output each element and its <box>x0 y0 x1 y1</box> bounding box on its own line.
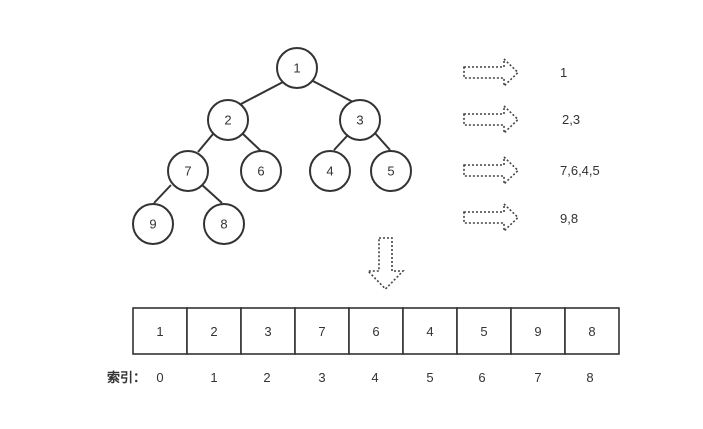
array-row: 1 2 3 7 6 4 5 9 8 <box>132 307 620 355</box>
index-label: 索引： <box>107 370 146 385</box>
index-value: 7 <box>534 370 541 385</box>
tree-node-label: 5 <box>387 164 394 179</box>
array-value: 1 <box>156 324 163 339</box>
level-label: 9,8 <box>560 211 578 226</box>
array-value: 3 <box>264 324 271 339</box>
tree-node: 5 <box>370 150 412 192</box>
tree-node: 6 <box>240 150 282 192</box>
tree-node-label: 4 <box>326 164 333 179</box>
edge-3-5 <box>373 131 391 151</box>
tree-node-label: 6 <box>257 164 264 179</box>
level-label: 7,6,4,5 <box>560 163 600 178</box>
level-label: 2,3 <box>562 112 580 127</box>
array-value: 8 <box>588 324 595 339</box>
array-cell <box>240 307 296 355</box>
array-cell <box>132 307 188 355</box>
edge-2-6 <box>242 133 263 153</box>
arrow-right-icon <box>463 57 520 88</box>
index-value: 8 <box>586 370 593 385</box>
edge-1-3 <box>310 79 354 103</box>
tree-node-label: 7 <box>184 164 191 179</box>
array-cell <box>348 307 404 355</box>
tree-node: 4 <box>309 150 351 192</box>
array-value: 6 <box>372 324 379 339</box>
array-value: 7 <box>318 324 325 339</box>
index-value: 4 <box>371 370 378 385</box>
array-cell <box>294 307 350 355</box>
tree-node-label: 3 <box>356 113 363 128</box>
tree-node-label: 2 <box>224 113 231 128</box>
level-arrows <box>463 57 520 233</box>
array-value: 5 <box>480 324 487 339</box>
tree-node-label: 8 <box>220 217 227 232</box>
edge-3-4 <box>333 135 348 151</box>
level-label: 1 <box>560 65 567 80</box>
tree-node: 1 <box>276 47 318 89</box>
tree-node: 8 <box>203 203 245 245</box>
arrow-right-icon <box>463 202 520 233</box>
edge-1-2 <box>240 81 284 105</box>
array-cell <box>564 307 620 355</box>
arrow-down-icon <box>366 237 405 291</box>
tree-node-label: 9 <box>149 217 156 232</box>
index-value: 6 <box>478 370 485 385</box>
edge-7-8 <box>200 183 223 204</box>
tree-node: 2 <box>207 99 249 141</box>
index-value: 3 <box>318 370 325 385</box>
array-value: 9 <box>534 324 541 339</box>
index-value: 0 <box>156 370 163 385</box>
edge-7-9 <box>153 184 172 204</box>
level-labels: 1 2,3 7,6,4,5 9,8 <box>560 65 600 226</box>
tree-nodes: 1 2 3 7 6 4 5 9 <box>132 47 412 245</box>
array-cell <box>456 307 512 355</box>
arrow-right-icon <box>463 104 520 135</box>
tree-node: 7 <box>167 150 209 192</box>
arrow-right-icon <box>463 155 520 186</box>
index-value: 2 <box>263 370 270 385</box>
array-value: 4 <box>426 324 433 339</box>
index-row: 索引： 0 1 2 3 4 5 6 7 8 <box>107 370 594 385</box>
index-value: 5 <box>426 370 433 385</box>
index-value: 1 <box>210 370 217 385</box>
edge-2-7 <box>197 133 214 153</box>
tree-node-label: 1 <box>293 61 300 76</box>
tree-edges <box>153 79 391 204</box>
array-value: 2 <box>210 324 217 339</box>
tree-node: 3 <box>339 99 381 141</box>
tree-node: 9 <box>132 203 174 245</box>
